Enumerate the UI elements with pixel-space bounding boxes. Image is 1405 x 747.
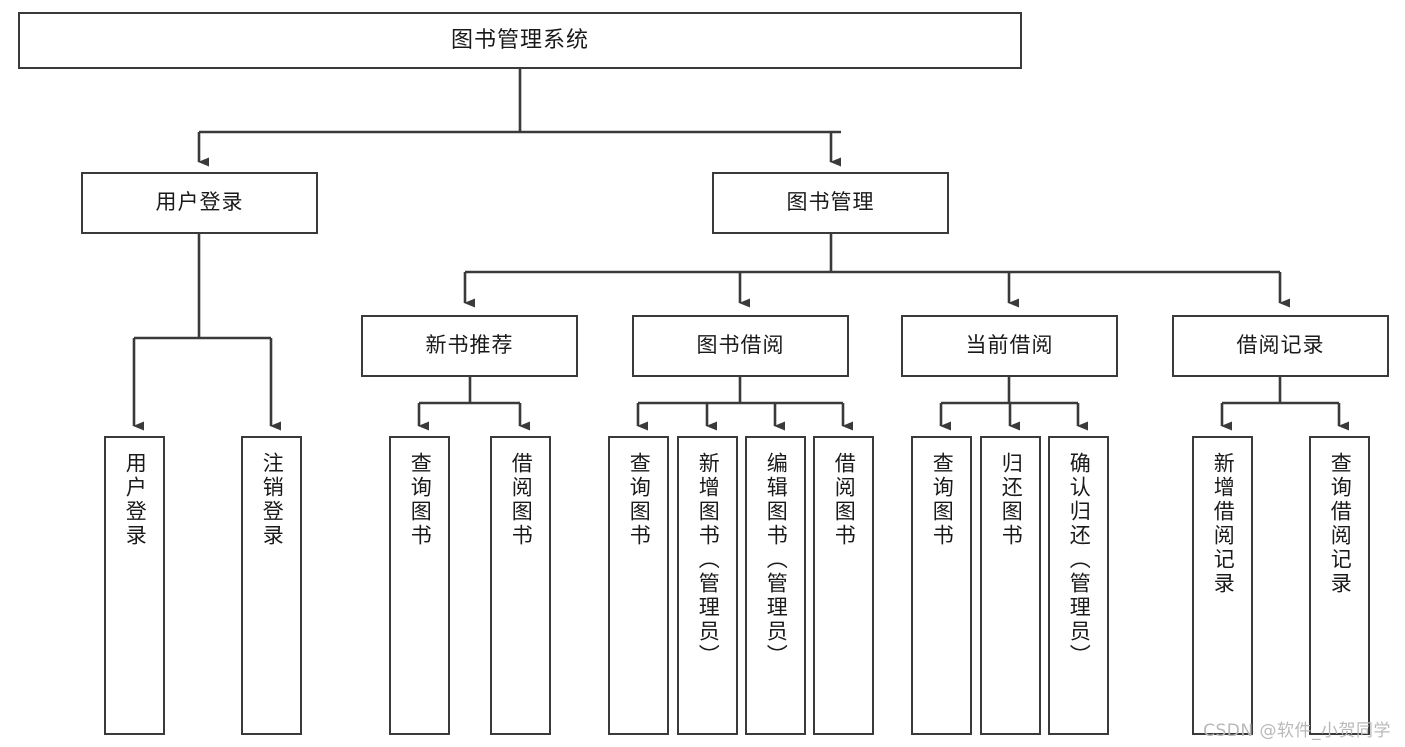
node-book-borrowing-label: 图书借阅 [696,333,785,358]
node-new-book-recommendation-label: 新书推荐 [425,333,514,358]
csdn-watermark: CSDN @软件_小贺同学 [1203,721,1391,741]
node-leaf-borrow-book-new-rec-label: 借阅图书 [509,452,534,548]
node-leaf-add-borrow-record-label: 新增借阅记录 [1211,452,1236,596]
node-leaf-query-book-new-rec[interactable]: 查询图书 [389,436,450,735]
node-leaf-edit-book-admin[interactable]: 编辑图书（管理员） [745,436,806,735]
node-leaf-query-book-borrow-label: 查询图书 [627,452,652,548]
node-leaf-query-borrow-record[interactable]: 查询借阅记录 [1309,436,1370,735]
node-leaf-return-book-label: 归还图书 [999,452,1024,548]
node-leaf-query-borrow-record-label: 查询借阅记录 [1328,452,1353,596]
node-current-borrowing[interactable]: 当前借阅 [901,315,1118,377]
node-leaf-query-book-new-rec-label: 查询图书 [408,452,433,548]
node-root-book-management-system[interactable]: 图书管理系统 [18,12,1022,69]
node-leaf-query-book-current-label: 查询图书 [930,452,955,548]
node-leaf-borrow-book-new-rec[interactable]: 借阅图书 [490,436,551,735]
node-borrowing-record[interactable]: 借阅记录 [1172,315,1389,377]
node-leaf-borrow-book-borrow[interactable]: 借阅图书 [813,436,874,735]
node-root-label: 图书管理系统 [450,27,589,53]
node-leaf-user-login-label: 用户登录 [123,452,148,548]
node-book-borrowing[interactable]: 图书借阅 [632,315,849,377]
node-leaf-confirm-return-admin[interactable]: 确认归还（管理员） [1048,436,1109,735]
node-book-management-label: 图书管理 [786,190,875,215]
node-leaf-borrow-book-borrow-label: 借阅图书 [832,452,857,548]
node-leaf-user-login[interactable]: 用户登录 [104,436,165,735]
node-borrowing-record-label: 借阅记录 [1236,333,1325,358]
node-leaf-add-book-admin-label: 新增图书（管理员） [696,452,721,668]
node-leaf-add-book-admin[interactable]: 新增图书（管理员） [677,436,738,735]
node-leaf-query-book-current[interactable]: 查询图书 [911,436,972,735]
node-user-login-label: 用户登录 [155,190,244,215]
node-current-borrowing-label: 当前借阅 [965,333,1054,358]
node-leaf-add-borrow-record[interactable]: 新增借阅记录 [1192,436,1253,735]
node-leaf-edit-book-admin-label: 编辑图书（管理员） [764,452,789,668]
node-leaf-logout-login-label: 注销登录 [260,452,285,548]
node-book-management[interactable]: 图书管理 [712,172,949,234]
node-user-login[interactable]: 用户登录 [81,172,318,234]
node-new-book-recommendation[interactable]: 新书推荐 [361,315,578,377]
node-leaf-logout-login[interactable]: 注销登录 [241,436,302,735]
node-leaf-confirm-return-admin-label: 确认归还（管理员） [1067,452,1092,668]
node-leaf-query-book-borrow[interactable]: 查询图书 [608,436,669,735]
node-leaf-return-book[interactable]: 归还图书 [980,436,1041,735]
